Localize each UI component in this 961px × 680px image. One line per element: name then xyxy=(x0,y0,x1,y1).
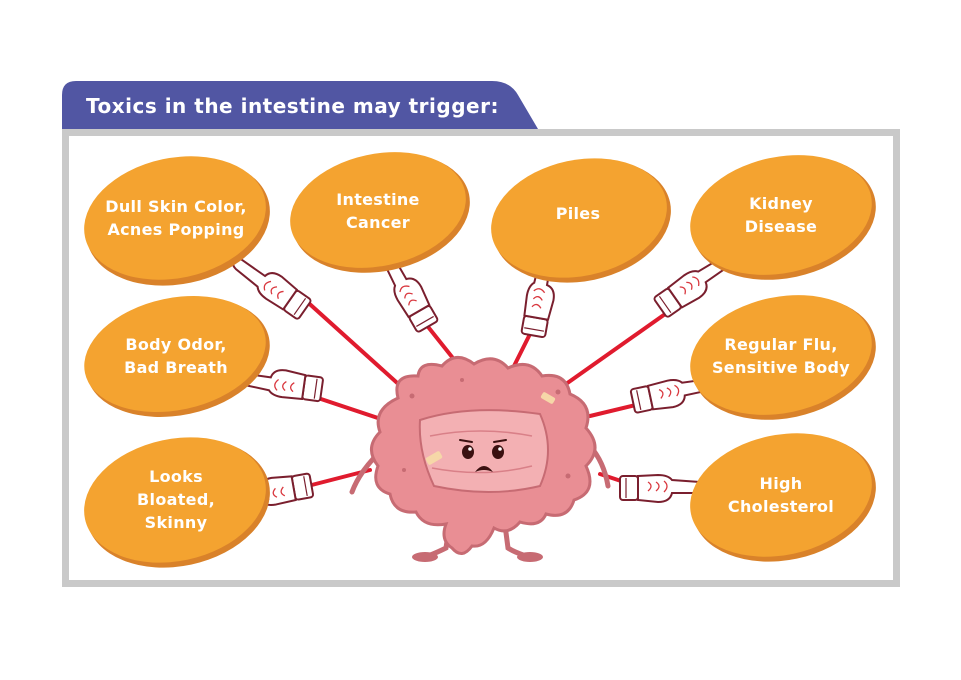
effect-blob-dull-skin xyxy=(84,156,270,286)
effect-high-cholesterol: High Cholesterol xyxy=(690,438,872,552)
effect-label: High Cholesterol xyxy=(727,474,835,516)
effect-label: Kidney Disease xyxy=(744,194,818,236)
bandage-icon xyxy=(540,392,556,404)
page-title: Toxics in the intestine may trigger: xyxy=(86,94,499,118)
effect-label: Piles xyxy=(555,203,601,223)
effect-kidney-disease: Kidney Disease xyxy=(690,160,872,270)
effect-piles: Piles xyxy=(490,158,666,268)
effect-blob-body-odor xyxy=(84,295,270,417)
bandage-icon xyxy=(425,451,443,465)
effect-label: Looks Bloated, Skinny xyxy=(137,466,215,532)
intestine-character-icon xyxy=(349,356,611,562)
effect-blob-kidney-disease xyxy=(690,155,876,280)
effect-blob-looks-bloated xyxy=(84,437,270,568)
effect-looks-bloated: Looks Bloated, Skinny xyxy=(85,440,267,558)
effect-blobs xyxy=(84,152,876,568)
title-tab xyxy=(62,81,538,129)
effect-blob-high-cholesterol xyxy=(690,433,876,562)
effect-body-odor: Body Odor, Bad Breath xyxy=(85,300,267,412)
effect-blob-intestine-cancer xyxy=(290,152,470,273)
effect-dull-skin: Dull Skin Color, Acnes Popping xyxy=(85,162,267,274)
effect-regular-flu: Regular Flu, Sensitive Body xyxy=(690,300,872,412)
effect-blob-piles xyxy=(491,158,671,283)
effect-label: Body Odor, Bad Breath xyxy=(124,335,228,377)
effect-label: Regular Flu, Sensitive Body xyxy=(711,335,851,377)
effect-label: Intestine Cancer xyxy=(336,190,420,232)
effect-blob-regular-flu xyxy=(690,295,876,420)
effect-label: Dull Skin Color, Acnes Popping xyxy=(105,197,247,239)
effect-intestine-cancer: Intestine Cancer xyxy=(290,156,466,266)
